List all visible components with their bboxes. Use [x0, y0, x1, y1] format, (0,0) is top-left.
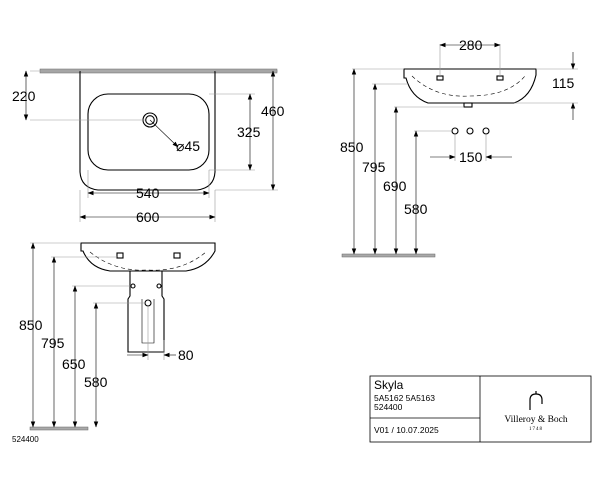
dim-tap-offset: 220 — [12, 88, 36, 104]
dim-pedestal-offset: 80 — [178, 347, 194, 363]
dim-height-850: 850 — [340, 139, 364, 155]
basin-outline-front — [80, 242, 216, 272]
dim-bowl-depth: 325 — [237, 124, 261, 140]
dim-front-height-795: 795 — [41, 335, 65, 351]
dim-fixing-spacing: 150 — [459, 149, 483, 165]
top-view: ⌀45 220 460 325 540 600 — [12, 68, 285, 225]
dim-basin-height: 115 — [552, 75, 575, 91]
drawing-number: 524400 — [12, 435, 39, 444]
dim-tap-spacing: 280 — [459, 37, 483, 53]
dim-front-height-850: 850 — [19, 317, 43, 333]
dim-total-depth: 460 — [261, 103, 285, 119]
basin-outline-top — [79, 71, 216, 191]
product-name: Skyla — [374, 378, 404, 392]
dim-height-580: 580 — [404, 201, 428, 217]
brand-name: Villeroy & Boch — [504, 415, 568, 425]
article-numbers: 5A5162 5A5163 — [374, 393, 435, 403]
tap-hole-inner — [145, 115, 155, 125]
basin-outline-side — [403, 68, 537, 104]
floor-line-side — [341, 253, 436, 258]
waste-outlet — [463, 102, 473, 108]
fixing-hole-right — [482, 127, 490, 135]
dim-front-height-650: 650 — [62, 356, 86, 372]
faucet-logo-icon — [529, 393, 543, 410]
dim-tap-hole-diameter: ⌀45 — [176, 138, 200, 154]
version-date: V01 / 10.07.2025 — [374, 425, 439, 435]
dim-front-height-580: 580 — [84, 374, 108, 390]
title-block: Skyla 5A5162 5A5163 524400 V01 / 10.07.2… — [369, 375, 592, 443]
title-block-drawing-number: 524400 — [374, 402, 403, 412]
floor-line-front — [29, 426, 89, 431]
brand-year: 1748 — [529, 427, 543, 432]
tap-hole-leader — [149, 119, 179, 148]
dim-bowl-width: 540 — [136, 185, 160, 201]
side-view: 280 115 850 795 690 580 150 — [340, 37, 578, 258]
bowl-outline-top — [87, 93, 210, 171]
fixing-hole-left — [451, 127, 459, 135]
front-view: 850 795 650 580 80 — [19, 242, 216, 431]
dim-height-690: 690 — [383, 178, 407, 194]
dim-height-795: 795 — [362, 159, 386, 175]
dim-total-width: 600 — [136, 209, 160, 225]
pedestal-outline — [127, 271, 165, 353]
fixing-hole-centre — [466, 127, 474, 135]
